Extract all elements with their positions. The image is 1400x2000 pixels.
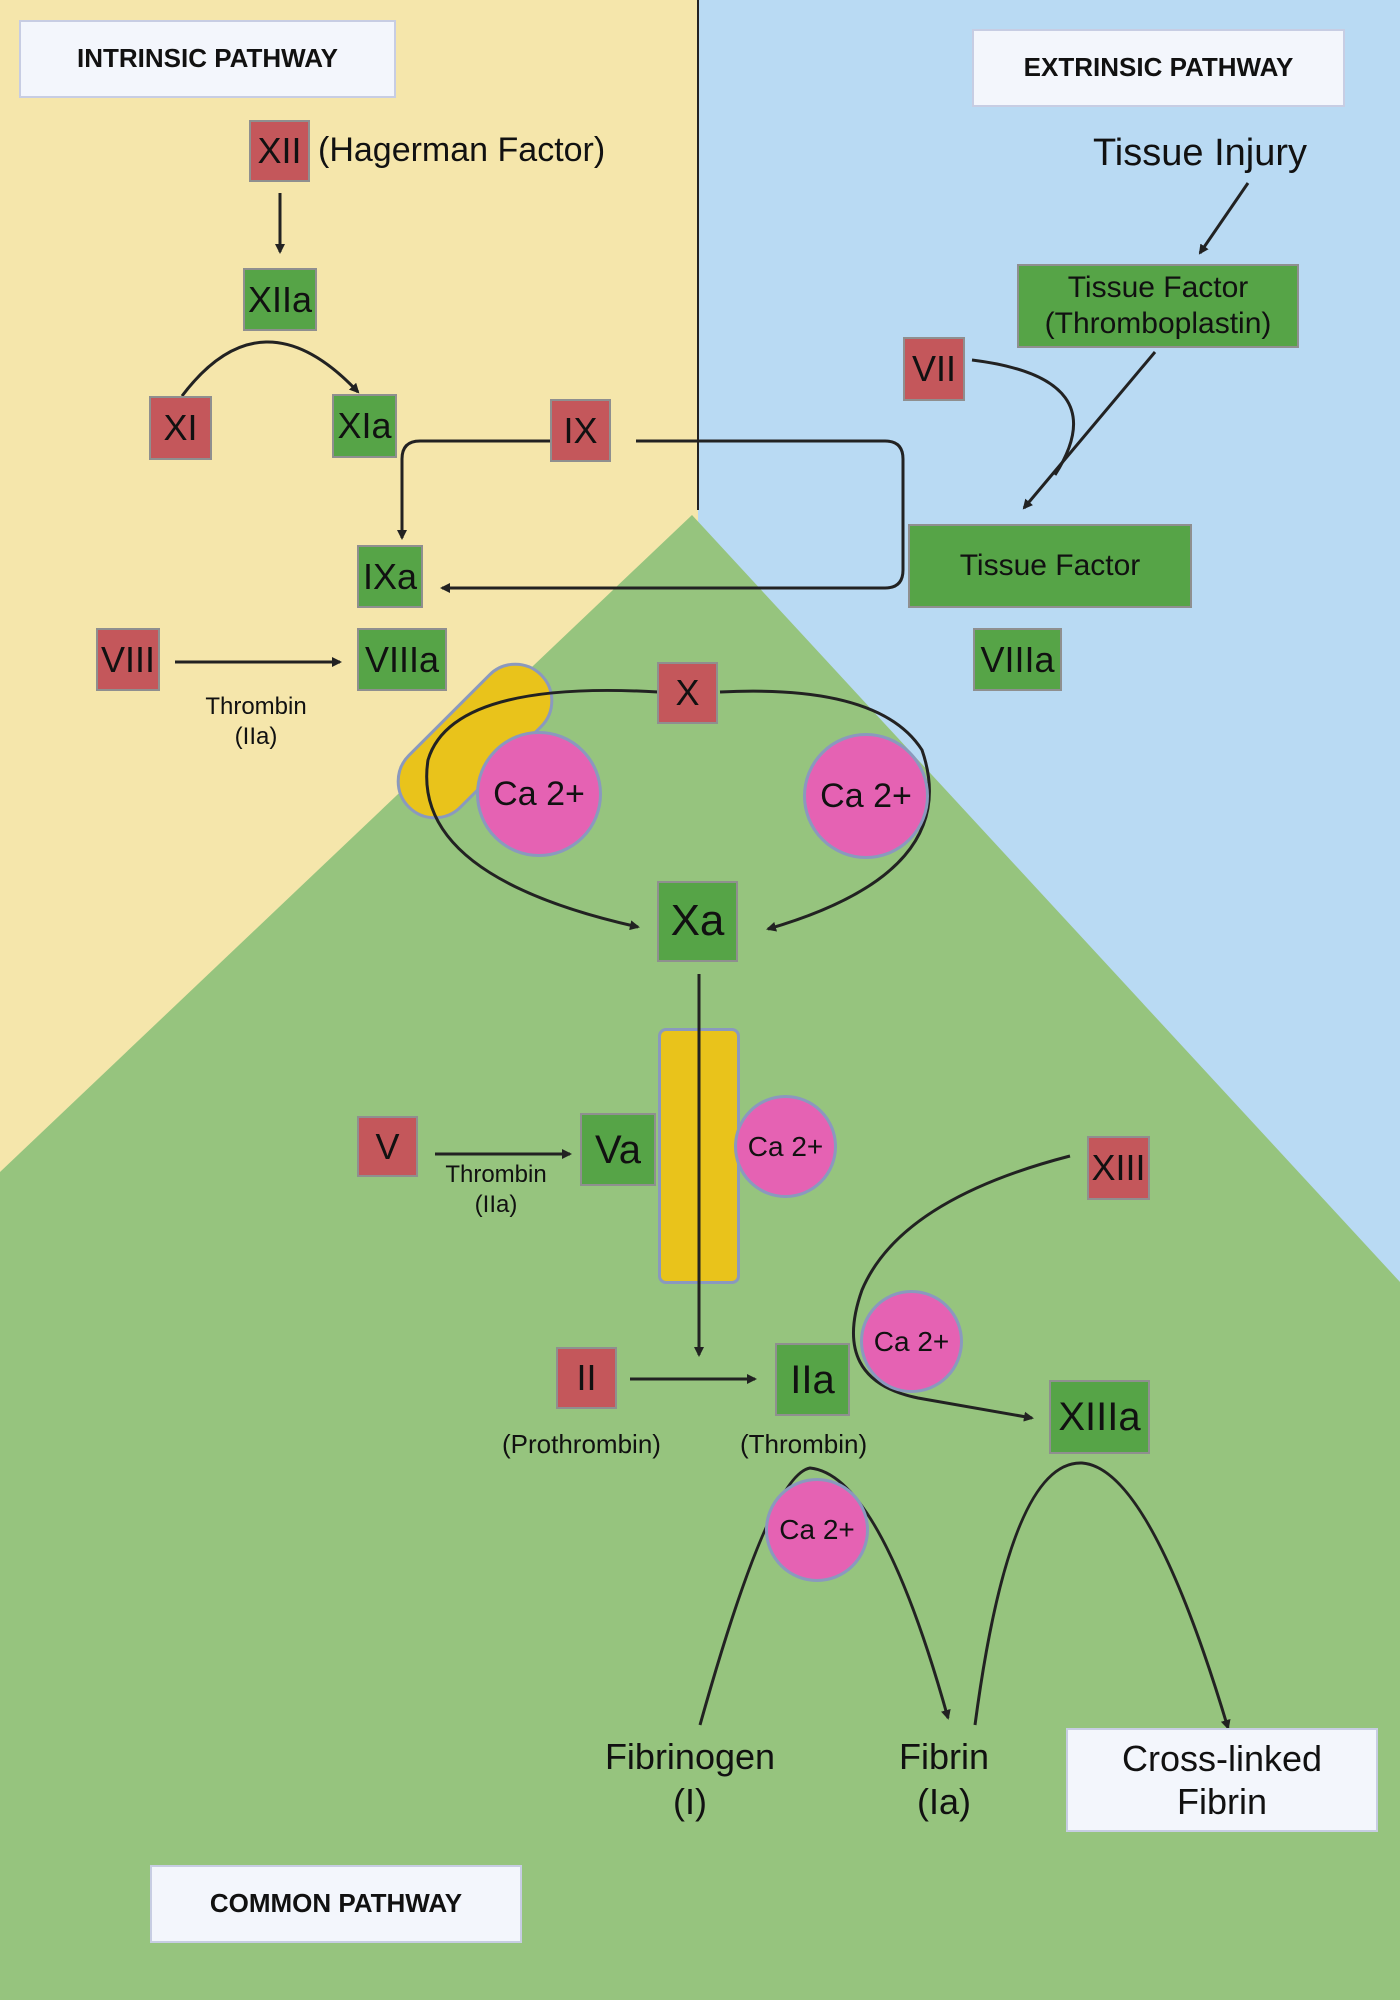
fibrinogen-label: Fibrinogen (I) — [590, 1734, 790, 1824]
tissue-factor-complex: Tissue Factor — [908, 524, 1192, 608]
calcium-ion-xiii: Ca 2+ — [860, 1290, 963, 1393]
factor-ii: II — [556, 1347, 617, 1409]
factor-xi: XI — [149, 396, 212, 460]
fibrinogen-line1: Fibrinogen — [604, 1736, 776, 1777]
arrow-fibrinogen-to-fibrin — [698, 1466, 951, 1726]
factor-xia: XIa — [332, 394, 397, 458]
calcium-ion-fibrin: Ca 2+ — [765, 1478, 869, 1582]
arrow-fibrin-to-crosslinked — [973, 1461, 1231, 1730]
arrow-x-left-to-xa — [425, 688, 659, 931]
extrinsic-pathway-header: EXTRINSIC PATHWAY — [972, 29, 1345, 107]
factor-viii: VIII — [96, 628, 160, 691]
arrow-xia-to-ixa — [397, 439, 550, 540]
thrombin-label-v: Thrombin (IIa) — [436, 1160, 556, 1220]
fibrinogen-line2: (I) — [673, 1781, 707, 1822]
crosslinked-line2: Fibrin — [1176, 1781, 1268, 1822]
common-pathway-header: COMMON PATHWAY — [150, 1865, 522, 1943]
fibrin-line2: (Ia) — [917, 1781, 971, 1822]
prothrombin-label: (Prothrombin) — [502, 1429, 661, 1459]
fibrin-label: Fibrin (Ia) — [874, 1734, 1014, 1824]
thrombin-abbr-text: (IIa) — [234, 723, 278, 750]
arrow-injury-to-tf — [1198, 182, 1250, 255]
tissue-factor-line2: (Thromboplastin) — [1044, 307, 1272, 340]
calcium-ion-va: Ca 2+ — [734, 1095, 837, 1198]
factor-va: Va — [580, 1113, 656, 1186]
crosslinked-line1: Cross-linked — [1121, 1737, 1323, 1779]
arrow-x-right-to-xa — [719, 689, 931, 932]
tissue-injury-label: Tissue Injury — [1093, 132, 1307, 174]
intrinsic-pathway-header: INTRINSIC PATHWAY — [19, 20, 396, 98]
thrombin-text-v: Thrombin — [445, 1161, 547, 1188]
factor-ix: IX — [550, 399, 611, 462]
factor-xiii: XIII — [1087, 1136, 1150, 1200]
arrow-xiii-to-xiiia — [852, 1154, 1071, 1422]
factor-x: X — [657, 662, 718, 724]
thrombin-paren-label: (Thrombin) — [740, 1429, 868, 1459]
crosslinked-fibrin-box: Cross-linked Fibrin — [1066, 1728, 1378, 1832]
factor-v: V — [357, 1116, 418, 1177]
calcium-ion-right: Ca 2+ — [803, 733, 929, 859]
tissue-factor-thromboplastin: Tissue Factor (Thromboplastin) — [1017, 264, 1299, 348]
arrow-tf-to-complex — [1022, 351, 1157, 510]
factor-xa: Xa — [657, 881, 738, 962]
factor-viiia-extrinsic: VIIIa — [973, 628, 1062, 691]
arrow-vii-to-complex — [971, 358, 1075, 476]
factor-vii: VII — [903, 337, 965, 401]
tissue-factor-line1: Tissue Factor — [1067, 271, 1249, 304]
factor-xii: XII — [249, 120, 310, 182]
calcium-ion-left: Ca 2+ — [476, 731, 602, 857]
factor-xiiia: XIIIa — [1049, 1380, 1150, 1454]
arrow-xi-to-xia — [180, 340, 360, 397]
thrombin-label-viii: Thrombin (IIa) — [196, 692, 316, 752]
thrombin-text: Thrombin — [205, 693, 307, 720]
fibrin-line1: Fibrin — [898, 1736, 990, 1777]
hagerman-factor-label: (Hagerman Factor) — [318, 131, 606, 169]
thrombin-abbr-text-v: (IIa) — [474, 1191, 518, 1218]
factor-ixa: IXa — [357, 545, 423, 608]
factor-iia: IIa — [775, 1343, 850, 1416]
factor-viiia: VIIIa — [357, 628, 447, 691]
factor-xiia: XIIa — [243, 268, 317, 331]
arrow-tf-to-ixa — [440, 439, 905, 593]
